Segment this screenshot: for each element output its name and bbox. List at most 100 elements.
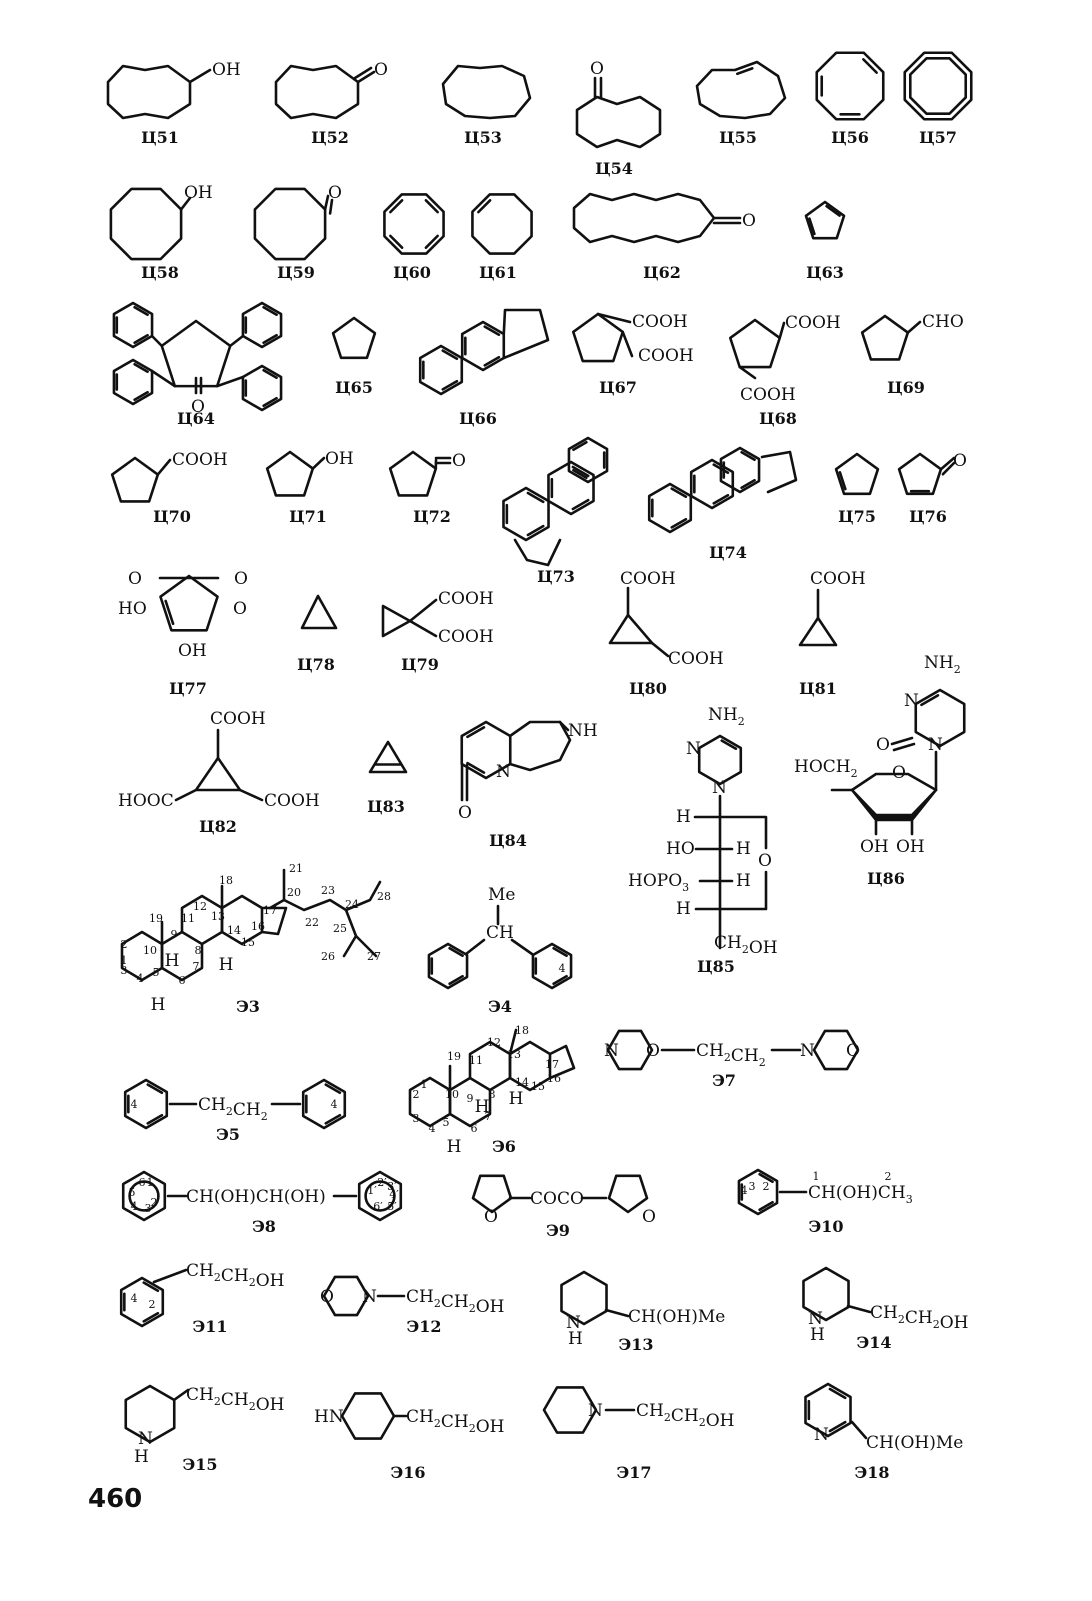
compound-label: Ц65 <box>335 378 373 397</box>
group-text: COOH <box>668 649 724 669</box>
compound-label: Ц81 <box>799 679 837 698</box>
compound-c63: Ц63 <box>804 200 846 282</box>
group-text: O <box>846 1041 860 1061</box>
atom-number: 2 <box>149 1298 156 1311</box>
ring-bond <box>110 456 160 503</box>
atom-number: 1 <box>813 1170 820 1183</box>
bond <box>558 720 570 732</box>
ring-bond <box>471 193 533 255</box>
double-bond <box>720 739 738 751</box>
chain-bond <box>718 815 768 850</box>
bond <box>510 938 534 956</box>
bond <box>174 788 198 802</box>
group-text: O <box>234 569 248 589</box>
chain-bond <box>513 538 562 567</box>
group-text: CH(OH)Me <box>866 1433 963 1453</box>
atom-number: 3 <box>413 1112 420 1125</box>
compound-label: Ц56 <box>831 128 869 147</box>
atom-number: 19 <box>149 912 163 925</box>
ring-bond <box>572 192 716 244</box>
group-text: NH2 <box>708 705 745 728</box>
benzene-ring <box>567 436 609 484</box>
group-text: H <box>509 1089 524 1109</box>
chain-bond <box>282 880 382 912</box>
double-bond <box>466 761 486 774</box>
compound-c55: Ц55 <box>695 60 787 147</box>
group-text: CH2CH2 <box>198 1095 268 1123</box>
atom-number: 1 <box>421 1078 428 1091</box>
atom-number: 10 <box>445 1088 459 1101</box>
compound-c65: Ц65 <box>331 316 377 397</box>
group-text: N <box>808 1309 823 1329</box>
atom-number: 28 <box>377 890 391 903</box>
compound-c56: Ц56 <box>815 51 885 147</box>
ring-bond <box>300 594 338 630</box>
compound-label: Ц60 <box>393 263 431 282</box>
group-text: COOH <box>264 791 320 811</box>
chain-bond <box>718 870 768 911</box>
group-text: H <box>676 807 691 827</box>
compound-label: Ц69 <box>887 378 925 397</box>
group-text: O <box>374 60 388 80</box>
compound-label: Э16 <box>391 1463 426 1482</box>
compound-label: Ц55 <box>719 128 757 147</box>
group-text: O <box>484 1207 498 1227</box>
benzene-ring <box>357 1170 403 1222</box>
group-text: O <box>646 1041 660 1061</box>
double-bond <box>424 199 439 214</box>
group-text: O <box>233 599 247 619</box>
bond <box>323 194 330 211</box>
compound-c53: Ц53 <box>441 64 532 147</box>
group-text: CH2CH2OH <box>186 1261 284 1291</box>
double-bond <box>571 465 590 478</box>
group-text: O <box>953 451 967 471</box>
compound-label: Ц84 <box>489 831 527 850</box>
ring-bond <box>106 64 192 120</box>
bond <box>650 641 670 658</box>
compound-label: Ц71 <box>289 507 327 526</box>
compound-label: Ц70 <box>153 507 191 526</box>
compound-label: Ц62 <box>643 263 681 282</box>
benzene-ring <box>689 458 735 510</box>
ring-bond <box>381 604 412 638</box>
double-bond <box>441 379 459 391</box>
ring-bond <box>697 734 743 786</box>
double-bond <box>133 333 149 345</box>
atom-number: 8 <box>195 944 202 957</box>
atom-number: 6 <box>471 1122 478 1135</box>
compound-label: Э10 <box>809 1217 844 1236</box>
atom-number: 19 <box>447 1050 461 1063</box>
atom-number: 11 <box>469 1054 483 1067</box>
group-text: N <box>362 1287 377 1307</box>
double-bond <box>142 1311 160 1323</box>
compound-label: Э7 <box>712 1071 736 1090</box>
atom-number: 3′ <box>387 1180 397 1193</box>
compound-label: Э5 <box>216 1125 240 1144</box>
group-text: CH2OH <box>714 933 778 958</box>
ring-bond <box>798 616 838 647</box>
ring-bond <box>471 1174 513 1214</box>
atom-number: 4 <box>331 1098 338 1111</box>
atom-number: 26 <box>321 950 335 963</box>
atom-number: 4 <box>559 962 566 975</box>
double-bond <box>133 305 149 317</box>
double-bond <box>740 450 756 462</box>
compound-label: Э8 <box>252 1217 276 1236</box>
page-number: 460 <box>88 1484 143 1514</box>
bond <box>939 456 956 471</box>
double-bond <box>448 946 464 958</box>
atom-number: 16 <box>547 1072 561 1085</box>
compound-label: Ц80 <box>629 679 667 698</box>
ring-bond <box>441 64 532 120</box>
compound-c61: Ц61 <box>471 193 533 282</box>
double-bond <box>735 67 754 76</box>
atom-number: 4 <box>741 1184 748 1197</box>
double-bond <box>466 726 486 739</box>
group-text: HOOC <box>118 791 174 811</box>
compound-label: Ц67 <box>599 378 637 397</box>
atom-number: 1′ <box>367 1184 377 1197</box>
double-bond <box>838 471 847 491</box>
